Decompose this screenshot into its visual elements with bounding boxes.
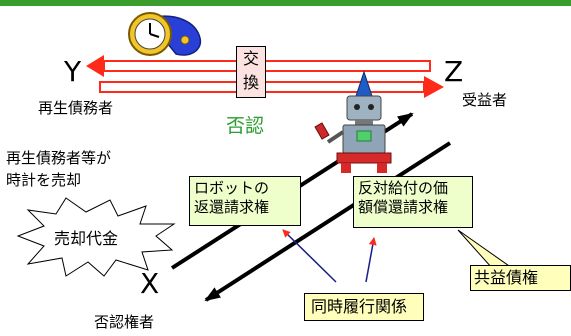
party-z-label: Z (444, 55, 464, 88)
callout-line-left (282, 229, 337, 283)
top-bar (0, 0, 571, 6)
sale-text-line-2: 時計を売却 (6, 171, 82, 189)
proceeds-burst (16, 197, 176, 277)
clock-icon (128, 12, 202, 56)
party-x-role: 否認権者 (94, 313, 155, 331)
simultaneous-label: 同時履行関係 (311, 297, 408, 316)
arrow-z-to-y (86, 55, 431, 77)
arrow-z-to-x (204, 141, 452, 302)
robot-icon (314, 70, 392, 173)
counter-claim-box: 反対給付の価 額償還請求権 (353, 176, 473, 228)
party-z-role: 受益者 (462, 91, 508, 109)
common-benefit-box: 共益債権 (470, 265, 571, 291)
proceeds-label: 売却代金 (54, 229, 119, 248)
sale-text-line-1: 再生債務者等が (6, 149, 112, 167)
party-x-label: X (140, 267, 160, 300)
common-benefit-pointer (457, 229, 514, 269)
common-benefit-label: 共益債権 (474, 268, 539, 287)
exchange-box: 交 換 (236, 46, 266, 98)
counter-claim-line-2: 額償還請求権 (358, 197, 449, 216)
exchange-label-1: 交 (242, 49, 259, 68)
exchange-label-2: 換 (242, 73, 259, 92)
party-y-label: Y (64, 55, 82, 88)
simultaneous-box: 同時履行関係 (304, 293, 424, 321)
robot-claim-line-1: ロボットの (194, 179, 270, 197)
party-y-role: 再生債務者 (38, 99, 114, 117)
callout-line-right (365, 237, 377, 283)
arrow-y-to-z (99, 76, 444, 98)
counter-claim-line-1: 反対給付の価 (358, 179, 449, 197)
denial-label: 否認 (226, 115, 265, 137)
robot-claim-line-2: 返還請求権 (194, 197, 270, 216)
robot-claim-box: ロボットの 返還請求権 (189, 176, 301, 226)
